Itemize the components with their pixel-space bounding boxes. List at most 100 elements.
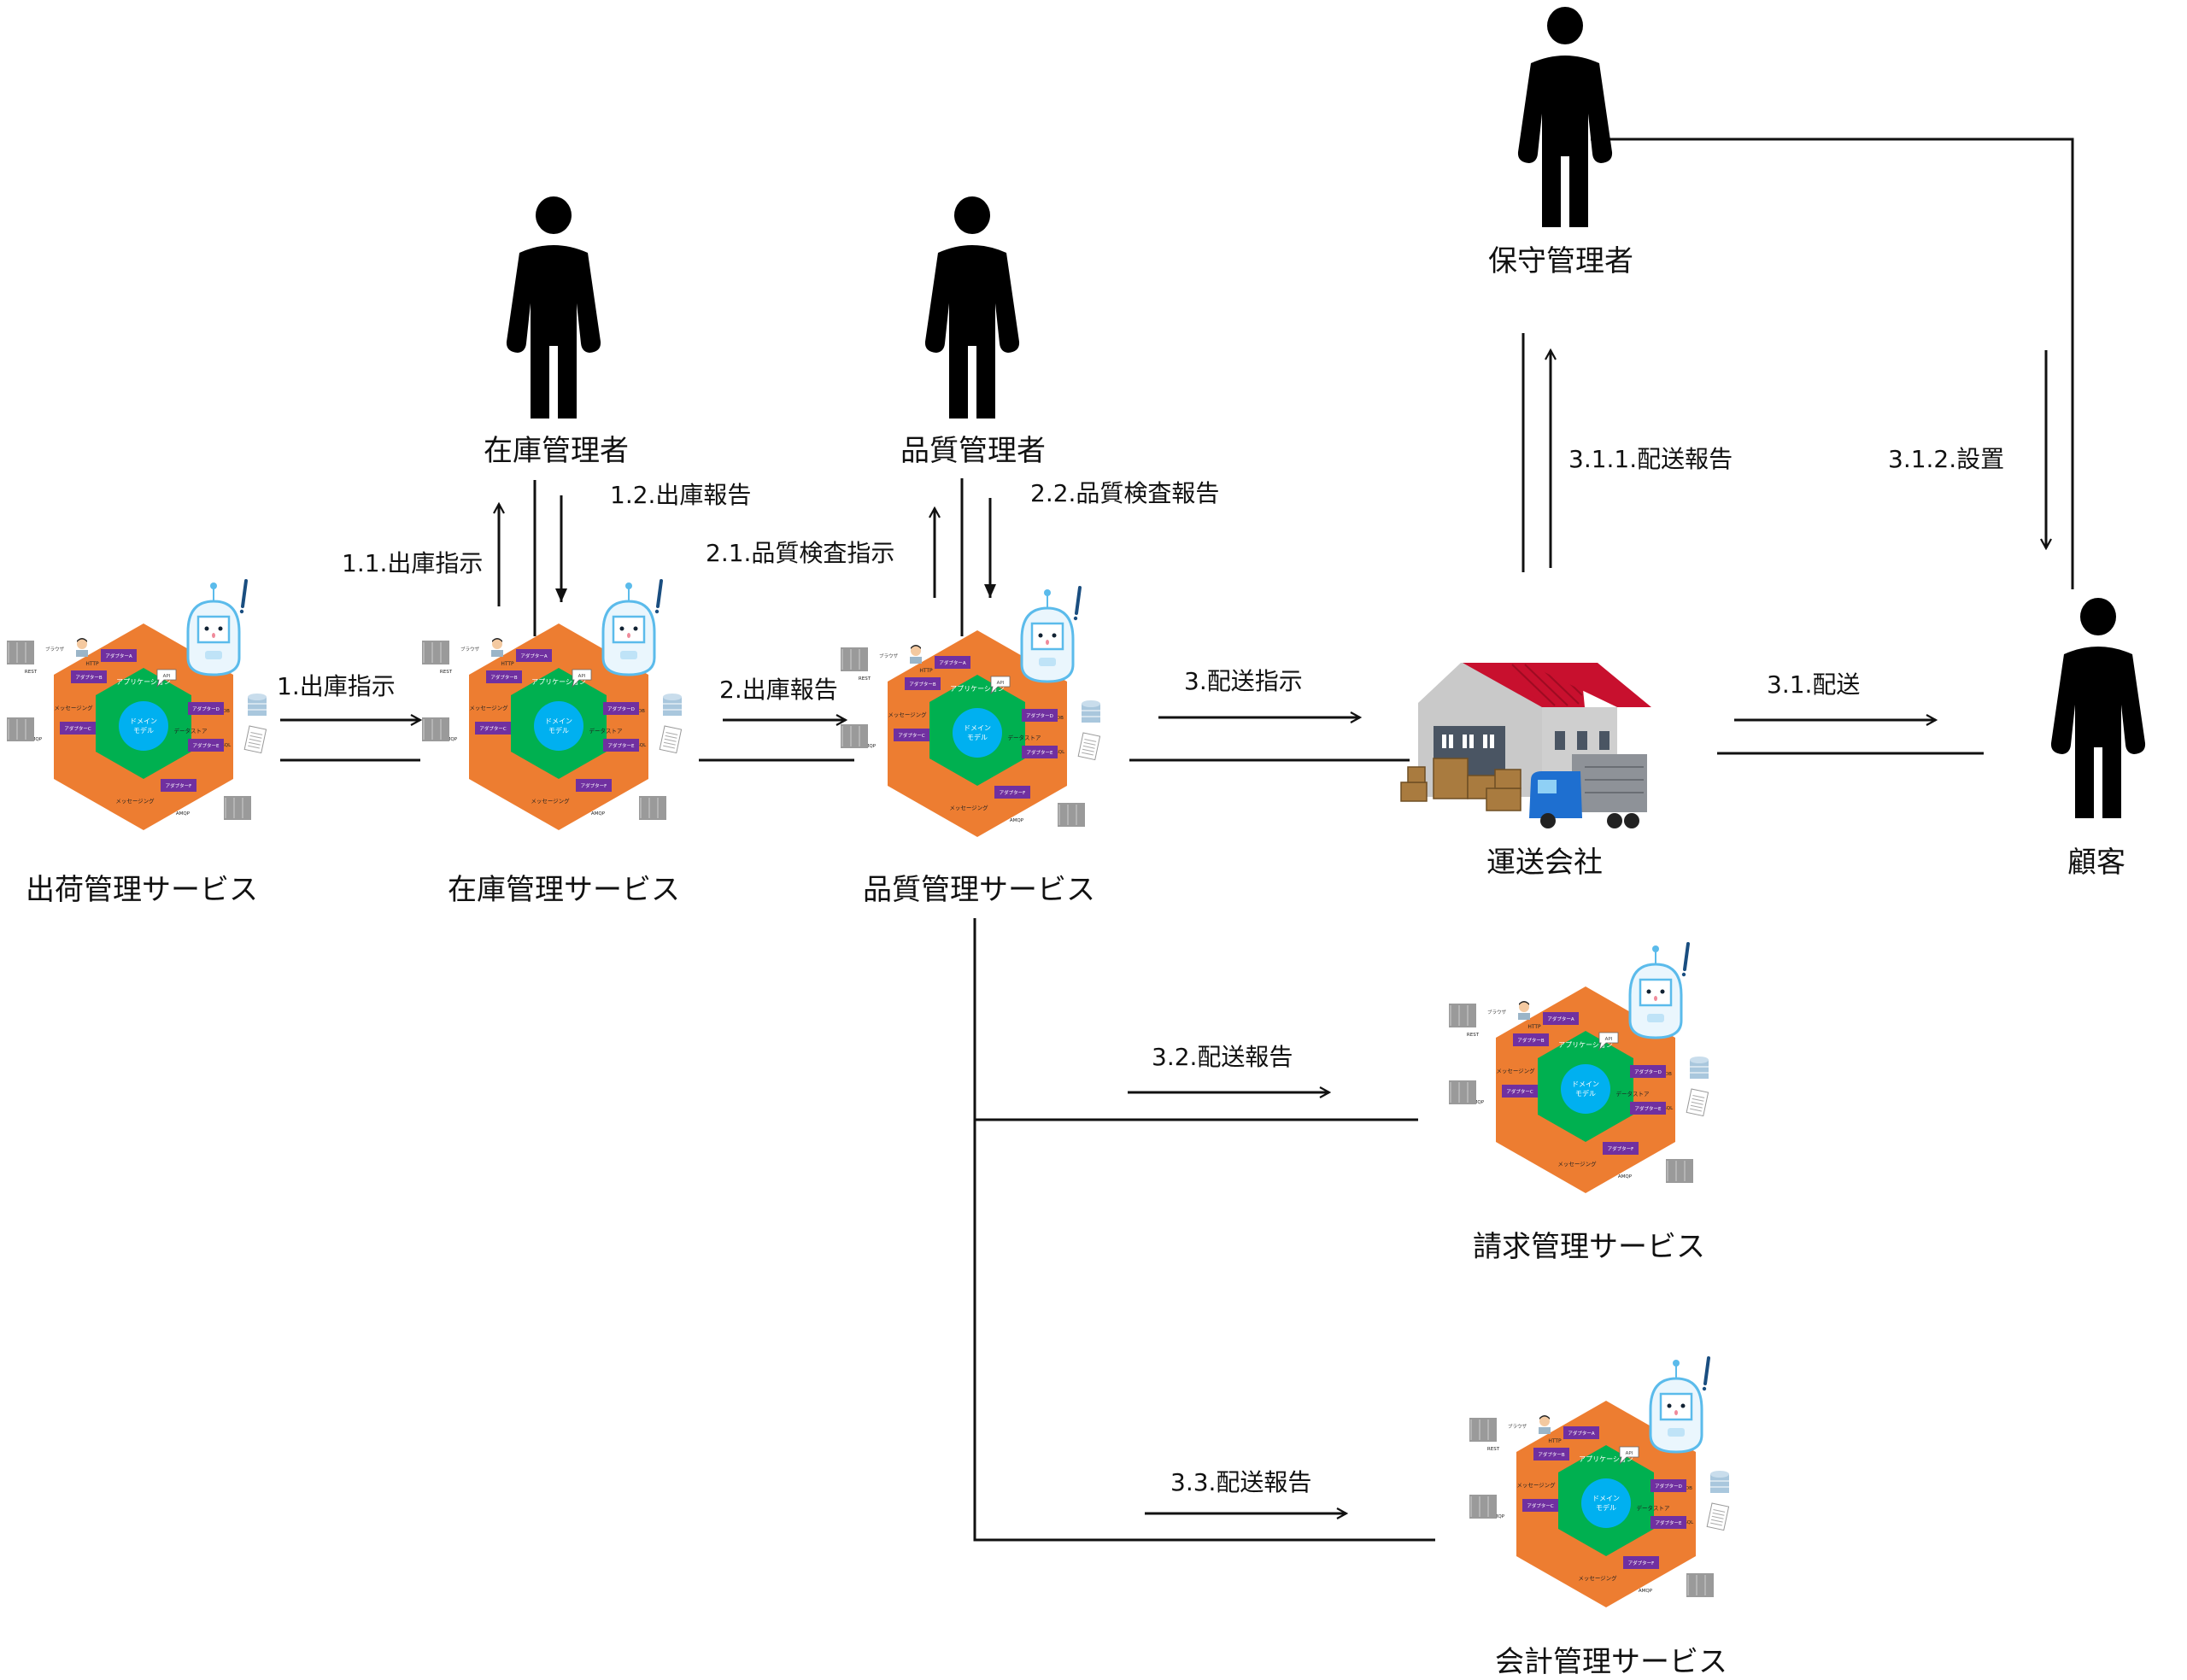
report-document-icon bbox=[1686, 1088, 1709, 1117]
domain-core-shape bbox=[534, 701, 583, 751]
messaging-label: メッセージング bbox=[1516, 1481, 1556, 1489]
amqp-label-bottom: AMQP bbox=[1010, 818, 1024, 823]
adapter-box bbox=[603, 702, 639, 715]
browser-user-icon bbox=[76, 638, 88, 657]
adapter-label: アダプターB bbox=[909, 681, 936, 688]
inventory-service-label: 在庫管理サービス bbox=[448, 873, 680, 907]
accounting-service-label: 会計管理サービス bbox=[1495, 1645, 1727, 1679]
hexagon-architecture-graphic: ドメインモデルアプリケーションメッセージングデータストアメッセージングHTTPブ… bbox=[841, 586, 1101, 837]
domain-core-shape bbox=[1561, 1064, 1610, 1114]
adapter-box bbox=[1533, 1448, 1569, 1460]
adapter-label: アダプターB bbox=[1517, 1037, 1545, 1044]
billing-service-label: 請求管理サービス bbox=[1473, 1230, 1705, 1264]
api-speech-bubble bbox=[572, 669, 592, 688]
messaging-label-bottom: メッセージング bbox=[1578, 1574, 1617, 1582]
amqp-label: AMQP bbox=[1470, 1100, 1485, 1105]
rdb-label: RDB bbox=[635, 709, 645, 714]
domain-label-line2: モデル bbox=[967, 733, 988, 741]
edge-label-e3-1-1: 3.1.1.配送報告 bbox=[1568, 445, 1733, 473]
adapter-label: アダプターD bbox=[1026, 712, 1053, 719]
adapter-label: アダプターD bbox=[607, 705, 635, 712]
adapter-label: アダプターE bbox=[1656, 1519, 1683, 1526]
report-document-icon bbox=[1706, 1502, 1730, 1531]
server-amqp-bottom-icon bbox=[1666, 1159, 1693, 1183]
rdb-label: RDB bbox=[1053, 716, 1064, 721]
rdb-label: RDB bbox=[220, 709, 230, 714]
server-amqp-bottom-icon bbox=[1058, 803, 1085, 827]
adapter-box bbox=[1603, 1142, 1639, 1155]
adapter-label: アダプターE bbox=[1027, 749, 1054, 756]
api-label: API bbox=[163, 674, 171, 679]
browser-label: ブラウザ bbox=[460, 646, 480, 653]
adapter-box bbox=[60, 722, 96, 735]
adapter-box bbox=[1543, 1012, 1579, 1025]
exclamation-icon bbox=[1075, 586, 1082, 615]
messaging-label-bottom: メッセージング bbox=[115, 797, 155, 805]
adapter-box bbox=[576, 779, 612, 792]
exclamation-icon bbox=[1703, 1356, 1710, 1385]
adapter-box bbox=[894, 729, 929, 741]
browser-label: ブラウザ bbox=[45, 646, 65, 653]
rest-label: REST bbox=[1487, 1447, 1500, 1452]
server-amqp-icon bbox=[7, 717, 34, 741]
rdb-label: RDB bbox=[1682, 1486, 1692, 1491]
exclamation-icon bbox=[241, 579, 248, 608]
rest-label: REST bbox=[440, 670, 453, 675]
rdb-database-icon bbox=[1082, 700, 1100, 723]
maintenance-manager-label: 保守管理者 bbox=[1488, 244, 1633, 278]
application-label: アプリケーション bbox=[531, 678, 586, 686]
server-rest-icon bbox=[1469, 1418, 1497, 1442]
maintenance-manager-person-icon bbox=[1517, 7, 1613, 227]
application-label: アプリケーション bbox=[116, 678, 171, 686]
adapter-label: アダプターF bbox=[166, 782, 192, 789]
browser-user-icon bbox=[910, 645, 922, 664]
domain-label-line2: モデル bbox=[1575, 1089, 1596, 1098]
adapter-box bbox=[101, 649, 137, 662]
adapter-label: アダプターB bbox=[1538, 1451, 1565, 1458]
server-rest-icon bbox=[1449, 1004, 1476, 1027]
domain-label-line2: モデル bbox=[133, 726, 154, 735]
messaging-label: メッセージング bbox=[469, 704, 508, 711]
datastore-label: データストア bbox=[1008, 734, 1042, 741]
api-label: API bbox=[997, 681, 1005, 686]
amqp-label-bottom: AMQP bbox=[1618, 1174, 1633, 1180]
edge-label-e2-2: 2.2.品質検査報告 bbox=[1030, 479, 1220, 507]
messaging-label-bottom: メッセージング bbox=[949, 804, 988, 811]
messaging-label: メッセージング bbox=[888, 711, 927, 718]
server-rest-icon bbox=[7, 641, 34, 664]
server-amqp-icon bbox=[1469, 1495, 1497, 1519]
adapter-box bbox=[486, 670, 522, 683]
adapter-box bbox=[1022, 709, 1058, 722]
http-label: HTTP bbox=[501, 661, 514, 667]
rest-label: REST bbox=[859, 676, 871, 682]
adapter-box bbox=[71, 670, 107, 683]
adapter-label: アダプターA bbox=[1568, 1430, 1595, 1437]
report-document-icon bbox=[659, 725, 683, 754]
messaging-label: メッセージング bbox=[54, 704, 93, 711]
amqp-label: AMQP bbox=[862, 744, 877, 749]
server-amqp-icon bbox=[841, 724, 868, 748]
server-amqp-bottom-icon bbox=[224, 796, 251, 820]
customer-person-icon bbox=[2050, 598, 2146, 818]
adapter-box bbox=[475, 722, 511, 735]
adapter-label: アダプターB bbox=[490, 674, 518, 681]
domain-label-line1: ドメイン bbox=[1592, 1495, 1620, 1502]
server-rest-icon bbox=[422, 641, 449, 664]
edge-label-e2-1: 2.1.品質検査指示 bbox=[706, 539, 895, 567]
amqp-label-bottom: AMQP bbox=[176, 811, 191, 817]
inventory-manager-label: 在庫管理者 bbox=[484, 434, 629, 468]
carrier-label: 運送会社 bbox=[1486, 846, 1603, 880]
application-label: アプリケーション bbox=[1579, 1455, 1633, 1463]
amqp-label-bottom: AMQP bbox=[1639, 1589, 1653, 1594]
domain-core-shape bbox=[119, 701, 168, 751]
edge-label-e2: 2.出庫報告 bbox=[719, 676, 838, 704]
domain-label-line1: ドメイン bbox=[130, 717, 157, 725]
adapter-box bbox=[516, 649, 552, 662]
adapter-label: アダプターB bbox=[75, 674, 103, 681]
browser-user-icon bbox=[1518, 1001, 1530, 1020]
robot-mascot-icon bbox=[1020, 586, 1082, 683]
customer-label: 顧客 bbox=[2067, 846, 2125, 880]
server-amqp-bottom-icon bbox=[639, 796, 666, 820]
adapter-box bbox=[1623, 1556, 1659, 1569]
